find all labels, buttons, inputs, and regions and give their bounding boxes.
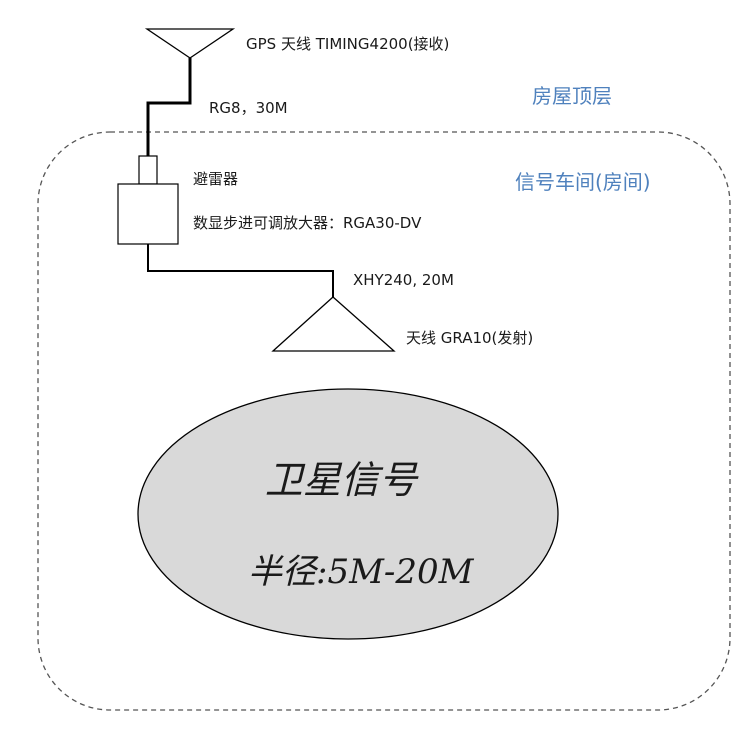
- tx-antenna-label: 天线 GRA10(发射): [406, 329, 534, 347]
- cable-xhy240: [147, 244, 334, 297]
- lightning-arrester-label: 避雷器: [193, 170, 239, 188]
- gps-antenna-icon: [144, 28, 236, 59]
- room-zone-label: 信号车间(房间): [515, 170, 651, 194]
- roof-zone-label: 房屋顶层: [532, 84, 612, 108]
- lightning-arrester-icon: [138, 155, 158, 185]
- amplifier-label: 数显步进可调放大器：RGA30-DV: [193, 214, 422, 232]
- coverage-title: 卫星信号: [265, 458, 418, 502]
- tx-antenna-icon: [271, 296, 396, 352]
- room-boundary: [37, 131, 731, 711]
- amplifier-icon: [117, 183, 179, 245]
- cable-rg8: [146, 58, 192, 156]
- coverage-radius-label: 半径:5M-20M: [248, 552, 474, 592]
- gps-antenna-label: GPS 天线 TIMING4200(接收): [246, 35, 450, 53]
- cable-top-label: RG8，30M: [209, 99, 288, 117]
- cable-bottom-label: XHY240, 20M: [353, 271, 454, 289]
- coverage-ellipse: [137, 388, 559, 640]
